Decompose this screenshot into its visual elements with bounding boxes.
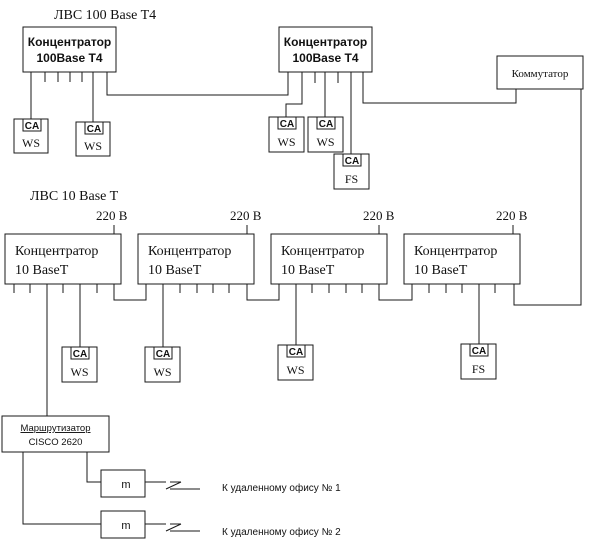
hub10-1-line2: 10 BaseT: [15, 263, 69, 278]
hub10-3-line2: 10 BaseT: [281, 263, 335, 278]
remote-office-2-label: К удаленному офису № 2: [222, 526, 341, 538]
hub10-1-line1: Концентратор: [15, 244, 98, 259]
modem-label: m: [121, 520, 130, 532]
file-server-bottom: CA FS: [460, 343, 497, 380]
modem-2: m: [100, 510, 146, 539]
node-label: WS: [287, 363, 305, 377]
workstation-top-3: CA WS: [268, 116, 305, 153]
power-label: 220 В: [363, 208, 395, 223]
hub100-2-line1: Концентратор: [284, 35, 367, 49]
hub10-1: 220 В Концентратор 10 BaseT: [4, 208, 128, 285]
adapter-label: CA: [25, 121, 39, 132]
lan10-title: ЛВС 10 Base T: [30, 189, 119, 204]
hub100-1-line2: 100Base T4: [36, 51, 102, 65]
hub100-2-line2: 100Base T4: [292, 51, 358, 65]
node-label: WS: [278, 135, 296, 149]
node-label: FS: [472, 362, 485, 376]
hub10-2: 220 В Концентратор 10 BaseT: [137, 208, 262, 285]
router: Маршрутизатор CISCO 2620: [1, 415, 110, 453]
router-line1: Маршрутизатор: [20, 423, 90, 434]
node-label: WS: [71, 365, 89, 379]
adapter-label: CA: [73, 349, 87, 360]
remote-office-1-label: К удаленному офису № 1: [222, 482, 341, 494]
modem-label: m: [121, 479, 130, 491]
hub100-2: Концентратор 100Base T4: [278, 26, 373, 73]
hub10-2-line1: Концентратор: [148, 244, 231, 259]
hub10-4: 220 В Концентратор 10 BaseT: [403, 208, 528, 285]
adapter-label: CA: [472, 346, 486, 357]
router-line2: CISCO 2620: [29, 437, 83, 448]
hub10-4-line2: 10 BaseT: [414, 263, 468, 278]
hub10-4-line1: Концентратор: [414, 244, 497, 259]
adapter-label: CA: [345, 156, 359, 167]
workstation-bottom-2: CA WS: [144, 346, 181, 383]
adapter-label: CA: [156, 349, 170, 360]
modem-1: m: [100, 469, 146, 498]
hub10-2-line2: 10 BaseT: [148, 263, 202, 278]
hub10-3-line1: Концентратор: [281, 244, 364, 259]
workstation-bottom-3: CA WS: [277, 344, 314, 381]
node-label: WS: [154, 365, 172, 379]
adapter-label: CA: [280, 119, 294, 130]
adapter-label: CA: [87, 124, 101, 135]
switch-label: Коммутатор: [512, 68, 569, 80]
node-label: WS: [317, 135, 335, 149]
node-label: WS: [84, 139, 102, 153]
node-label: FS: [345, 172, 358, 186]
adapter-label: CA: [319, 119, 333, 130]
hub100-1-line1: Концентратор: [28, 35, 111, 49]
power-label: 220 В: [230, 208, 262, 223]
lan100-title: ЛВС 100 Base T4: [54, 8, 156, 23]
workstation-bottom-1: CA WS: [61, 346, 98, 383]
switch: Коммутатор: [496, 55, 584, 90]
workstation-top-1: CA WS: [13, 118, 49, 154]
node-label: WS: [22, 136, 40, 150]
hub100-1: Концентратор 100Base T4: [22, 26, 117, 73]
adapter-label: CA: [289, 347, 303, 358]
power-label: 220 В: [496, 208, 528, 223]
power-label: 220 В: [96, 208, 128, 223]
workstation-top-2: CA WS: [75, 121, 111, 157]
hub10-3: 220 В Концентратор 10 BaseT: [270, 208, 395, 285]
workstation-top-4: CA WS: [307, 116, 344, 153]
file-server-top: CA FS: [333, 153, 370, 190]
